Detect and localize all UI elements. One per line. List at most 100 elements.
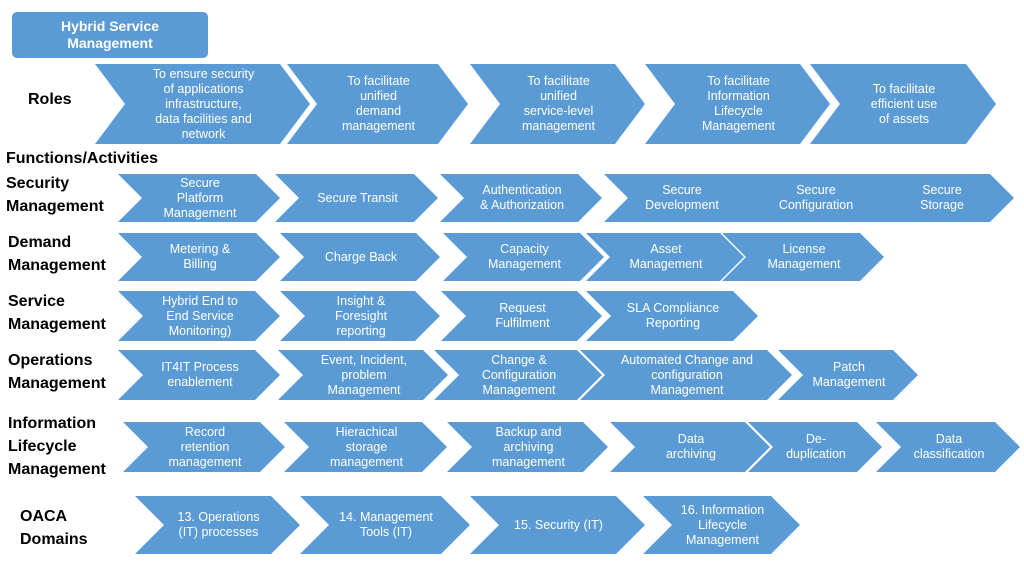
chevron-shape xyxy=(300,496,470,554)
demand-management-activity-chevron: Asset Management xyxy=(586,233,744,281)
chevron-arrow-icon xyxy=(443,233,604,281)
chevron-arrow-icon xyxy=(440,174,602,222)
chevron-shape xyxy=(287,64,468,144)
chevron-label: Capacity Management xyxy=(488,242,561,271)
chevron-shape xyxy=(440,174,602,222)
chevron-shape xyxy=(441,291,602,341)
role-chevron: To ensure security of applications infra… xyxy=(95,64,310,144)
operations-management-activity-chevron: Change & Configuration Management xyxy=(434,350,602,400)
information-lifecycle-management-label: Information Lifecycle Management xyxy=(8,415,106,478)
chevron-arrow-icon xyxy=(275,174,438,222)
chevron-shape xyxy=(123,422,285,472)
chevron-label: Asset Management xyxy=(629,242,703,271)
role-chevron: To facilitate unified demand management xyxy=(287,64,468,144)
chevron-arrow-icon xyxy=(470,496,645,554)
chevron-arrow-icon xyxy=(580,350,792,400)
oaca-domains-label: OACA Domains xyxy=(20,508,88,548)
functions-heading: Functions/Activities xyxy=(6,150,159,167)
chevron-arrow-icon xyxy=(470,64,645,144)
chevron-label: Charge Back xyxy=(324,249,398,264)
chevron-arrow-icon xyxy=(586,291,758,341)
chevron-label: 15. Security (IT) xyxy=(514,517,603,532)
chevron-label: To facilitate unified service-level mana… xyxy=(522,74,595,133)
chevron-label: Request Fulfilment xyxy=(495,301,550,330)
chevron-label: Change & Configuration Management xyxy=(481,352,557,397)
demand-management-activity-chevron: License Management xyxy=(722,233,884,281)
chevron-shape xyxy=(868,174,1014,222)
chevron-label: De- duplication xyxy=(786,432,846,461)
chevron-arrow-icon xyxy=(610,422,770,472)
chevron-arrow-icon xyxy=(287,64,468,144)
chevron-shape xyxy=(95,64,310,144)
security-management-activity-chevron: Secure Configuration xyxy=(732,174,898,222)
role-chevron: To facilitate efficient use of assets xyxy=(810,64,996,144)
demand-management-activity-chevron: Metering & Billing xyxy=(118,233,280,281)
chevron-label: To ensure security of applications infra… xyxy=(152,66,255,141)
chevron-shape xyxy=(470,64,645,144)
demand-management-activity-chevron: Charge Back xyxy=(280,233,440,281)
chevron-arrow-icon xyxy=(748,422,882,472)
chevron-shape xyxy=(118,291,280,341)
chevron-arrow-icon xyxy=(810,64,996,144)
information-lifecycle-management-activity-chevron: Data archiving xyxy=(610,422,770,472)
chevron-label: SLA Compliance Reporting xyxy=(626,301,720,330)
chevron-label: Insight & Foresight reporting xyxy=(334,293,388,338)
role-chevron: To facilitate unified service-level mana… xyxy=(470,64,645,144)
information-lifecycle-management-activity-chevron: De- duplication xyxy=(748,422,882,472)
chevron-arrow-icon xyxy=(280,291,440,341)
information-lifecycle-management-activity-chevron: Record retention management xyxy=(123,422,285,472)
chevron-shape xyxy=(434,350,602,400)
operations-management-label: Operations Management xyxy=(8,352,106,392)
chevron-shape xyxy=(470,496,645,554)
service-management-activity-chevron: SLA Compliance Reporting xyxy=(586,291,758,341)
chevron-label: Authentication & Authorization xyxy=(479,183,565,212)
security-management-activity-chevron: Secure Storage xyxy=(868,174,1014,222)
chevron-label: Secure Configuration xyxy=(778,183,854,212)
operations-management-activity-chevron: Automated Change and configuration Manag… xyxy=(580,350,792,400)
service-management-label: Service Management xyxy=(8,293,106,333)
chevron-arrow-icon xyxy=(447,422,608,472)
oaca-domain-chevron: 14. Management Tools (IT) xyxy=(300,496,470,554)
chevron-arrow-icon xyxy=(95,64,310,144)
service-management-activity-chevron: Hybrid End to End Service Monitoring) xyxy=(118,291,280,341)
chevron-arrow-icon xyxy=(118,174,280,222)
chevron-shape xyxy=(643,496,800,554)
chevron-shape xyxy=(732,174,898,222)
service-management-activity-chevron: Insight & Foresight reporting xyxy=(280,291,440,341)
chevron-arrow-icon xyxy=(778,350,918,400)
chevron-arrow-icon xyxy=(284,422,447,472)
security-management-label: Security Management xyxy=(6,175,104,215)
diagram-title: Hybrid Service Management xyxy=(12,12,208,58)
chevron-shape xyxy=(778,350,918,400)
chevron-arrow-icon xyxy=(441,291,602,341)
chevron-shape xyxy=(645,64,830,144)
chevron-arrow-icon xyxy=(722,233,884,281)
chevron-arrow-icon xyxy=(645,64,830,144)
chevron-shape xyxy=(722,233,884,281)
oaca-domain-chevron: 13. Operations (IT) processes xyxy=(135,496,300,554)
information-lifecycle-management-activity-chevron: Backup and archiving management xyxy=(447,422,608,472)
chevron-label: To facilitate Information Lifecycle Mana… xyxy=(702,74,775,133)
chevron-arrow-icon xyxy=(643,496,800,554)
demand-management-activity-chevron: Capacity Management xyxy=(443,233,604,281)
chevron-arrow-icon xyxy=(868,174,1014,222)
chevron-shape xyxy=(118,233,280,281)
chevron-shape xyxy=(118,350,280,400)
chevron-shape xyxy=(275,174,438,222)
chevron-label: Secure Storage xyxy=(920,183,964,212)
oaca-domain-chevron: 15. Security (IT) xyxy=(470,496,645,554)
information-lifecycle-management-activity-chevron: Hierachical storage management xyxy=(284,422,447,472)
information-lifecycle-management-activity-chevron: Data classification xyxy=(876,422,1020,472)
role-chevron: To facilitate Information Lifecycle Mana… xyxy=(645,64,830,144)
chevron-label: Metering & Billing xyxy=(169,242,231,271)
oaca-domain-chevron: 16. Information Lifecycle Management xyxy=(643,496,800,554)
chevron-arrow-icon xyxy=(586,233,744,281)
chevron-shape xyxy=(604,174,758,222)
chevron-arrow-icon xyxy=(434,350,602,400)
chevron-shape xyxy=(135,496,300,554)
chevron-label: To facilitate efficient use of assets xyxy=(870,81,938,126)
chevron-label: To facilitate unified demand management xyxy=(342,74,415,133)
chevron-label: Patch Management xyxy=(812,360,886,389)
chevron-shape xyxy=(580,350,792,400)
demand-management-label: Demand Management xyxy=(8,234,106,274)
